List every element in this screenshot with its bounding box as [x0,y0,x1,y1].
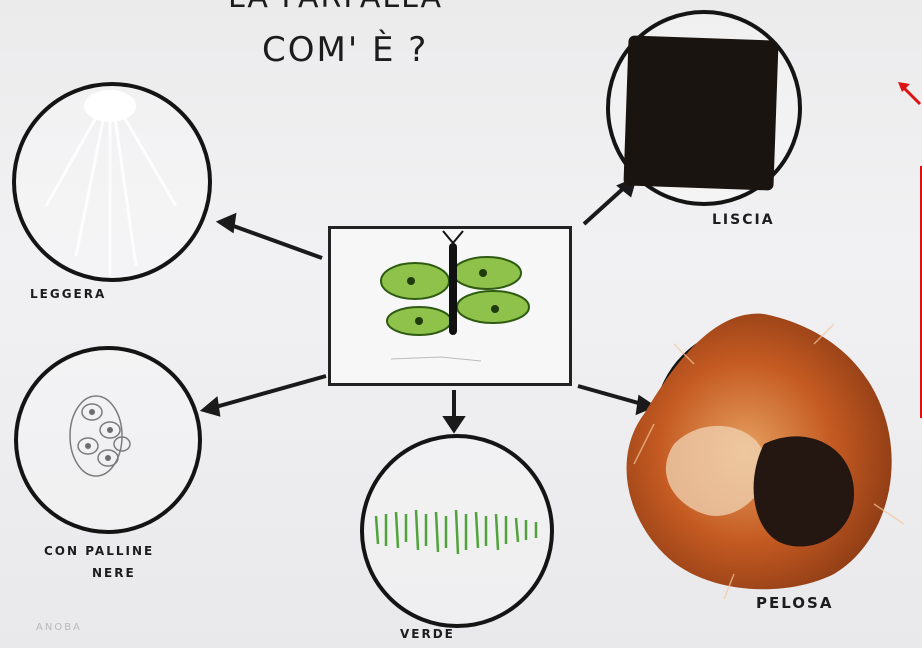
circle-con-palline-nere [14,346,202,534]
label-liscia: LISCIA [712,212,775,228]
feather-sample [44,90,178,276]
annotation-box [920,166,922,418]
circle-leggera [12,82,212,282]
label-leggera: LEGGERA [30,287,107,301]
circle-verde [360,434,554,628]
butterfly-drawing-frame [328,226,572,386]
label-con-palline-line2: NERE [92,566,136,580]
dots-sketch [69,395,131,477]
black-fabric-sample [623,35,779,191]
circle-liscia [606,10,802,206]
label-pelosa: PELOSA [756,594,834,612]
poster-title-line2: COM' È ? [262,30,429,70]
corner-mark: ANOBA [36,622,82,633]
poster-title-line1: LA FARFALLA [228,0,443,15]
label-verde: VERDE [400,627,455,641]
annotation-arrow-icon [898,82,922,106]
fur-sample [626,313,905,600]
butterfly-drawing [380,230,530,362]
label-con-palline-line1: CON PALLINE [44,544,155,558]
green-lines-sketch [374,509,538,555]
